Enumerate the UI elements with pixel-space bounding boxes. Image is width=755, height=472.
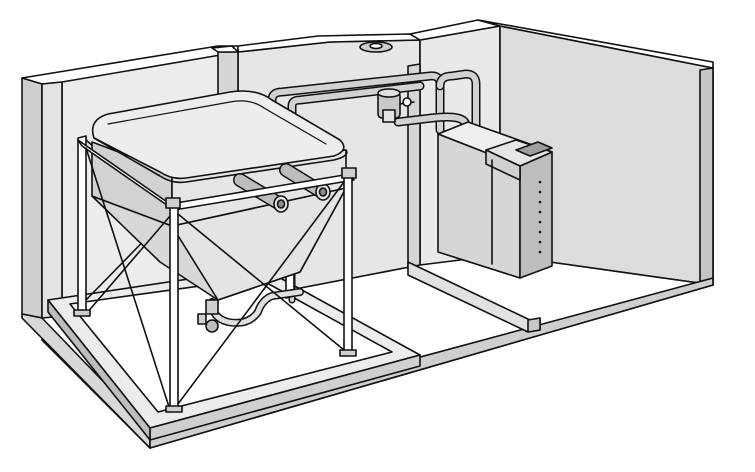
- boiler-room-partition: [407, 63, 421, 269]
- side-wall-top: [477, 19, 714, 69]
- oil-tank-icon: [91, 90, 348, 333]
- vent-cap: [359, 41, 393, 53]
- bund-inner: [69, 277, 393, 413]
- oil-filter-icon: [377, 88, 415, 123]
- partition-post-top: [211, 45, 239, 53]
- tank-stand-front: [73, 139, 357, 413]
- left-side-wall: [21, 77, 43, 319]
- threshold-curb-end: [527, 317, 541, 333]
- boiler-control-dots: [538, 180, 542, 254]
- bund-left-face: [47, 299, 151, 441]
- drain-valve-icon: [197, 299, 219, 333]
- boiler-icon: [437, 121, 553, 279]
- left-wall-face: [41, 81, 63, 331]
- right-wall-end-cap: [699, 67, 714, 286]
